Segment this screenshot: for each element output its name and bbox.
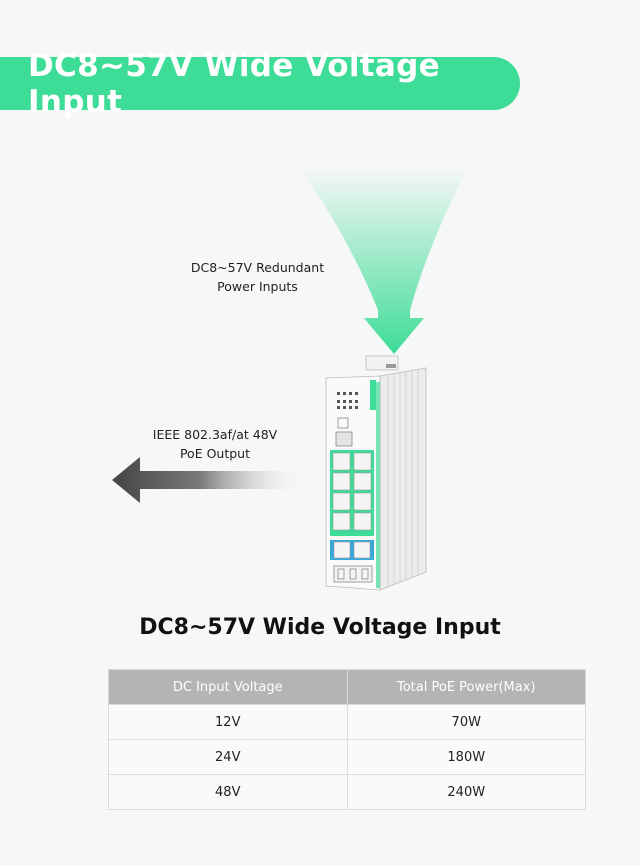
header-dc-input-voltage: DC Input Voltage [108, 669, 348, 705]
poe-output-arrow-icon [112, 457, 305, 503]
table-row: 24V 180W [108, 739, 586, 775]
cell-power: 240W [346, 774, 586, 810]
power-input-label-line1: DC8~57V Redundant [190, 260, 325, 275]
cell-voltage: 48V [108, 774, 348, 810]
poe-output-label-line1: IEEE 802.3af/at 48V [152, 427, 278, 442]
header-total-poe-power: Total PoE Power(Max) [346, 669, 586, 705]
table-header-row: DC Input Voltage Total PoE Power(Max) [108, 669, 586, 705]
power-input-label-line2: Power Inputs [217, 279, 298, 294]
cell-voltage: 12V [108, 704, 348, 740]
power-input-label: DC8~57V Redundant Power Inputs [170, 258, 345, 296]
cell-voltage: 24V [108, 739, 348, 775]
cell-power: 70W [346, 704, 586, 740]
table-row: 48V 240W [108, 774, 586, 810]
poe-switch-device-illustration [325, 355, 427, 591]
poe-output-label: IEEE 802.3af/at 48V PoE Output [130, 425, 300, 463]
cell-power: 180W [346, 739, 586, 775]
spec-section-title: DC8~57V Wide Voltage Input [139, 615, 501, 640]
header-banner: DC8~57V Wide Voltage Input [0, 48, 520, 120]
table-row: 12V 70W [108, 704, 586, 740]
banner-title: DC8~57V Wide Voltage Input [28, 47, 440, 120]
power-input-arrow-icon [300, 168, 468, 354]
poe-output-label-line2: PoE Output [179, 446, 251, 461]
voltage-power-table: DC Input Voltage Total PoE Power(Max) 12… [108, 669, 586, 810]
